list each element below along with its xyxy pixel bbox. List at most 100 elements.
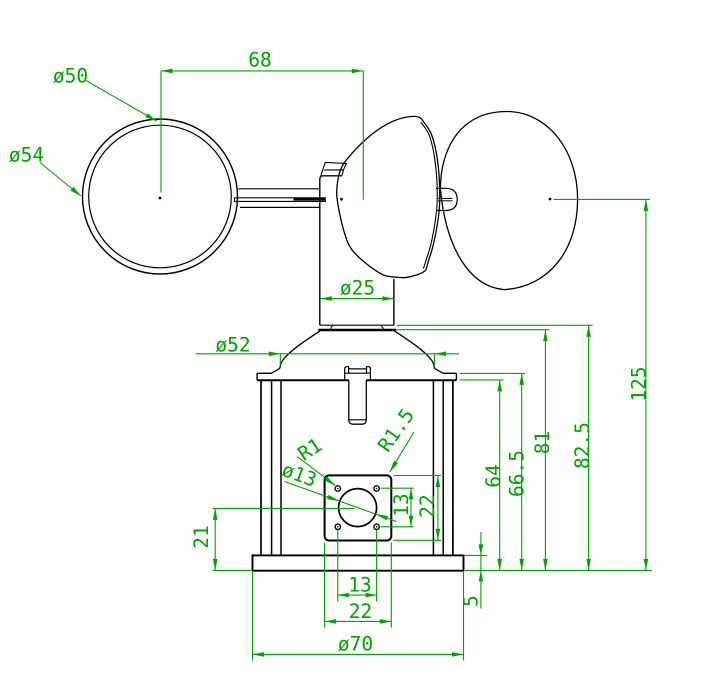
- plate-center-hole: [337, 487, 378, 528]
- dim-height-66-5: [459, 372, 526, 571]
- label-hole-radius: R1: [294, 434, 326, 466]
- bell-cone: [271, 330, 444, 374]
- label-shaft-dia: ø25: [340, 277, 375, 300]
- arrowhead-icon: [434, 351, 447, 357]
- arrowhead-icon: [435, 475, 441, 487]
- right-cup-center-dot: [548, 197, 552, 201]
- part-outline: [420, 121, 438, 269]
- arrowhead-icon: [497, 379, 503, 392]
- arrowhead-icon: [478, 544, 484, 556]
- center-dot: [375, 526, 378, 528]
- arrowhead-icon: [324, 619, 337, 624]
- part-outline: [320, 161, 348, 176]
- part-line: [381, 325, 385, 330]
- arrowhead-icon: [478, 570, 484, 582]
- dim-height-82-5: [396, 324, 593, 571]
- arrowhead-icon: [497, 558, 503, 571]
- dim-cup-outer-dia: [39, 162, 82, 197]
- arrowhead-icon: [324, 476, 336, 486]
- right-arm-hub: [436, 187, 458, 212]
- middle-cup-center-dot: [340, 197, 343, 201]
- arrowhead-icon: [643, 199, 649, 211]
- arrowhead-icon: [327, 494, 340, 502]
- right-cup: [439, 110, 579, 291]
- arrowhead-icon: [145, 113, 158, 122]
- arrowhead-icon: [586, 558, 591, 571]
- arrowhead-icon: [252, 652, 264, 657]
- dim-cup-inner-dia: [85, 80, 158, 122]
- label-height-66-5: 66.5: [506, 450, 529, 497]
- dim-cup-spacing: [160, 68, 364, 200]
- label-height-82-5: 82.5: [571, 422, 594, 469]
- arrowhead-icon: [351, 68, 364, 74]
- arrowhead-icon: [586, 325, 591, 337]
- center-dot: [337, 487, 339, 490]
- part-outline: [271, 330, 321, 374]
- dimension-geometry: [39, 68, 652, 661]
- dim-hole-radius: [296, 456, 336, 486]
- arrowhead-icon: [212, 558, 218, 571]
- clamp-tab: [344, 366, 371, 381]
- arrowhead-icon: [435, 528, 441, 541]
- label-corner-radius: R1.5: [373, 404, 419, 456]
- part-outline: [348, 380, 367, 425]
- part-outline: [436, 187, 458, 212]
- plate-hole-top-right: [373, 485, 380, 492]
- dim-corner-radius: [389, 431, 415, 473]
- label-plate-height: 22: [416, 494, 439, 517]
- arrowhead-icon: [70, 186, 82, 197]
- arrowhead-icon: [389, 460, 398, 473]
- dim-plate-to-base: [212, 507, 355, 571]
- label-hole-col-spacing: 13: [348, 574, 371, 597]
- arrowhead-icon: [375, 514, 389, 521]
- part-outline: [344, 366, 371, 381]
- arrowhead-icon: [408, 515, 414, 527]
- arrowhead-icon: [408, 488, 414, 500]
- left-cup-inner-circle: [88, 124, 232, 269]
- dim-shaft-dia: [320, 296, 394, 301]
- arrowhead-icon: [161, 68, 173, 74]
- label-cup-spacing: 68: [248, 49, 271, 72]
- label-base-dia: ø70: [338, 633, 373, 656]
- part-outline: [439, 110, 579, 291]
- label-center-hole-dia: ø13: [279, 458, 320, 492]
- dim-height-64: [459, 379, 504, 571]
- dim-bell-dia: [196, 351, 459, 366]
- dim-plate-height: [393, 474, 441, 541]
- arrowhead-icon: [320, 296, 332, 301]
- label-height-64: 64: [482, 464, 505, 487]
- label-cup-outer-dia: ø54: [9, 144, 44, 167]
- label-height-125: 125: [628, 366, 651, 401]
- arrowhead-icon: [382, 296, 394, 301]
- left-cup-outer-circle: [81, 118, 239, 275]
- part-outline: [394, 330, 444, 374]
- dim-center-hole-dia: [284, 480, 397, 523]
- dim-hole-row-spacing: [380, 487, 414, 528]
- dim-height-81: [396, 329, 550, 571]
- housing-lip: [256, 372, 458, 382]
- arrowhead-icon: [365, 592, 377, 598]
- center-dot: [337, 526, 339, 528]
- part-line: [329, 325, 333, 330]
- dim-base-dia: [251, 572, 465, 661]
- dim-plate-width: [324, 542, 392, 628]
- label-plate-to-base: 21: [190, 525, 213, 548]
- label-cup-inner-dia: ø50: [53, 65, 88, 88]
- arrowhead-icon: [268, 351, 281, 357]
- part-solid: [293, 197, 326, 201]
- part-outline: [336, 115, 441, 279]
- arrowhead-icon: [519, 373, 524, 385]
- housing-walls: [260, 380, 454, 556]
- left-arm: [233, 188, 326, 208]
- part-geometry: [81, 110, 579, 572]
- arrowhead-icon: [543, 329, 548, 342]
- center-dot: [375, 487, 378, 490]
- label-height-81: 81: [531, 431, 554, 454]
- label-bell-dia: ø52: [215, 334, 250, 357]
- label-hole-row-spacing: 13: [390, 493, 413, 516]
- dim-height-125: [553, 198, 650, 571]
- middle-cup: [336, 115, 441, 279]
- dimension-line: [85, 80, 158, 122]
- part-outline: [319, 175, 342, 326]
